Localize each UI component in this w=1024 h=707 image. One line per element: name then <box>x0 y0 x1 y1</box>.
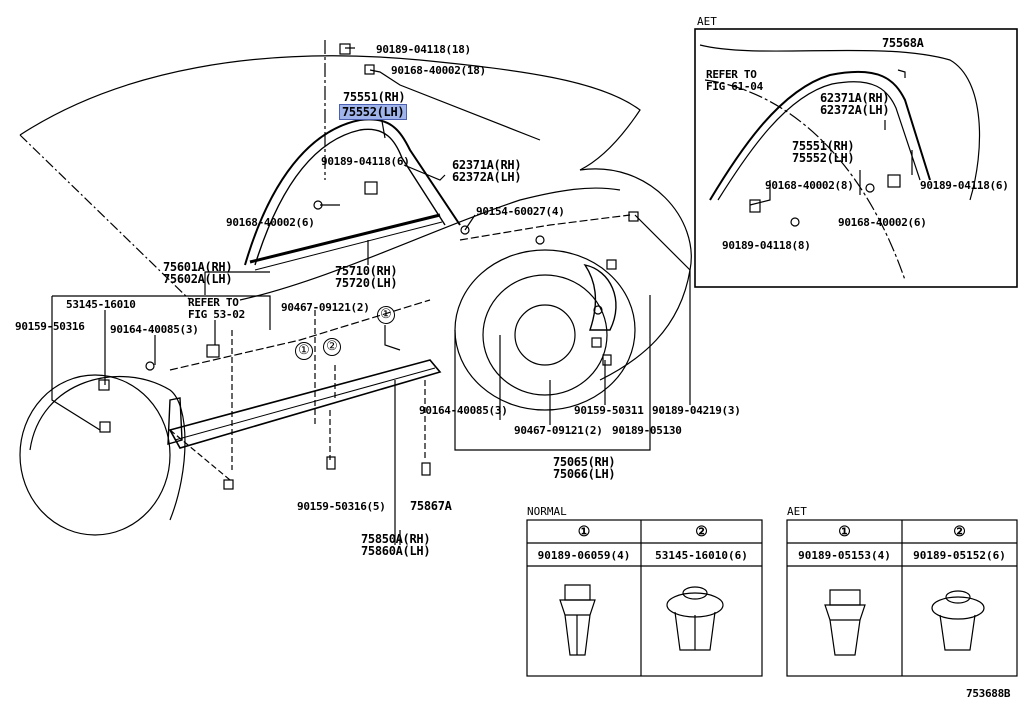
diagram-id: 753688B <box>966 687 1011 700</box>
front-wheel <box>19 374 171 536</box>
part-label[interactable]: 90154-60027(4) <box>476 205 565 218</box>
part-label[interactable]: 75568A <box>882 36 924 50</box>
front-wheel-arch <box>29 376 186 521</box>
part-label[interactable]: 90189-05130 <box>612 424 682 437</box>
part-label[interactable]: 90168-40002(18) <box>391 64 486 77</box>
clip-icon <box>223 479 234 490</box>
clip-icon <box>326 456 336 470</box>
clip-90189-05153-icon <box>824 589 866 656</box>
clip-icon <box>98 379 110 391</box>
body-side <box>239 187 621 301</box>
part-label[interactable]: 90159-50316 <box>15 320 85 333</box>
part-label[interactable]: 53145-16010 <box>66 298 136 311</box>
clip-icon <box>339 43 351 55</box>
clip-icon <box>99 421 111 433</box>
normal-table-frame <box>526 519 763 677</box>
clip-icon <box>606 259 617 270</box>
aet-col1-mark: ① <box>838 524 851 540</box>
normal-col2-part[interactable]: 53145-16010(6) <box>655 549 748 562</box>
windshield-line <box>19 134 191 301</box>
clip-icon <box>591 337 602 348</box>
highlighted-part-label[interactable]: 75552(LH) <box>338 104 408 120</box>
part-label[interactable]: 90168-40002(6) <box>226 216 315 229</box>
clip-90189-06059-icon <box>559 584 596 656</box>
aet-table-title: AET <box>787 505 807 518</box>
part-label[interactable]: 75867A <box>410 499 452 513</box>
aet-col2-mark: ② <box>953 524 966 540</box>
window-frame-inner <box>254 128 446 266</box>
part-label[interactable]: 90164-40085(3) <box>419 404 508 417</box>
part-label[interactable]: 90189-04118(18) <box>376 43 471 56</box>
clip-icon <box>628 211 639 222</box>
part-label[interactable]: 62371A(RH) 62372A(LH) <box>452 158 522 184</box>
part-label[interactable]: 90159-50316(5) <box>297 500 386 513</box>
clip-icon <box>364 64 375 75</box>
part-label[interactable]: 90168-40002(6) <box>838 216 927 229</box>
part-label[interactable]: 75551(RH) <box>343 90 406 104</box>
part-label[interactable]: 90159-50311 <box>574 404 644 417</box>
rear-body <box>579 168 692 381</box>
clip-icon <box>421 462 431 476</box>
reference-mark-2: ② <box>323 338 341 356</box>
part-label[interactable]: 90189-04118(6) <box>920 179 1009 192</box>
mudguard-front <box>167 397 183 445</box>
part-label[interactable]: 75850A(RH) 75860A(LH) <box>361 532 431 558</box>
reference-mark-1: ① <box>295 342 313 360</box>
part-label[interactable]: 90189-04118(8) <box>722 239 811 252</box>
clip-icon <box>206 344 220 358</box>
part-label[interactable]: 75710(RH) 75720(LH) <box>335 264 398 290</box>
aet-col2-part[interactable]: 90189-05152(6) <box>913 549 1006 562</box>
part-label[interactable]: 62371A(RH) 62372A(LH) <box>820 91 890 117</box>
part-label[interactable]: 90467-09121(2) <box>514 424 603 437</box>
rear-wheel <box>482 274 608 396</box>
roof-outline <box>19 55 641 171</box>
part-label[interactable]: 90189-04118(6) <box>321 155 410 168</box>
screw-icon <box>790 217 800 227</box>
screw-icon <box>460 225 470 235</box>
clip-53145-16010-icon <box>666 586 724 651</box>
normal-col1-mark: ① <box>577 524 591 540</box>
screw-icon <box>865 183 875 193</box>
screw-icon <box>593 305 603 315</box>
refer-fig-label[interactable]: REFER TO FIG 53-02 <box>188 296 245 321</box>
belt-molding-b <box>254 221 443 271</box>
normal-col1-part[interactable]: 90189-06059(4) <box>537 549 631 562</box>
normal-col2-mark: ② <box>695 524 708 540</box>
clip-icon <box>364 181 378 195</box>
belt-molding <box>249 213 441 264</box>
part-label[interactable]: 90189-04219(3) <box>652 404 741 417</box>
rocker-panel-inner <box>174 367 436 441</box>
clip-icon <box>749 199 761 213</box>
screw-icon <box>535 235 545 245</box>
screw-icon <box>313 200 323 210</box>
window-frame-outer <box>244 118 461 266</box>
clip-90189-05152-icon <box>931 590 985 651</box>
part-label[interactable]: 90467-09121(2) <box>281 301 370 314</box>
part-label[interactable]: 90168-40002(8) <box>765 179 854 192</box>
refer-fig-label[interactable]: REFER TO FIG 61-04 <box>706 68 763 93</box>
part-label[interactable]: 75551(RH) 75552(LH) <box>792 139 855 165</box>
part-label[interactable]: 75065(RH) 75066(LH) <box>553 455 616 481</box>
rear-wheel-hub <box>514 304 576 366</box>
aet-inset-title: AET <box>697 15 717 28</box>
aet-inset-frame <box>694 28 1018 288</box>
aet-col1-part[interactable]: 90189-05153(4) <box>798 549 891 562</box>
normal-table-title: NORMAL <box>527 505 567 518</box>
screw-icon <box>145 361 155 371</box>
clip-icon <box>602 354 612 366</box>
part-label[interactable]: 75601A(RH) 75602A(LH) <box>163 260 233 286</box>
clip-icon <box>887 174 901 188</box>
mudguard-rear <box>583 263 617 331</box>
part-label[interactable]: 90164-40085(3) <box>110 323 199 336</box>
reference-mark-1: ① <box>377 306 395 324</box>
